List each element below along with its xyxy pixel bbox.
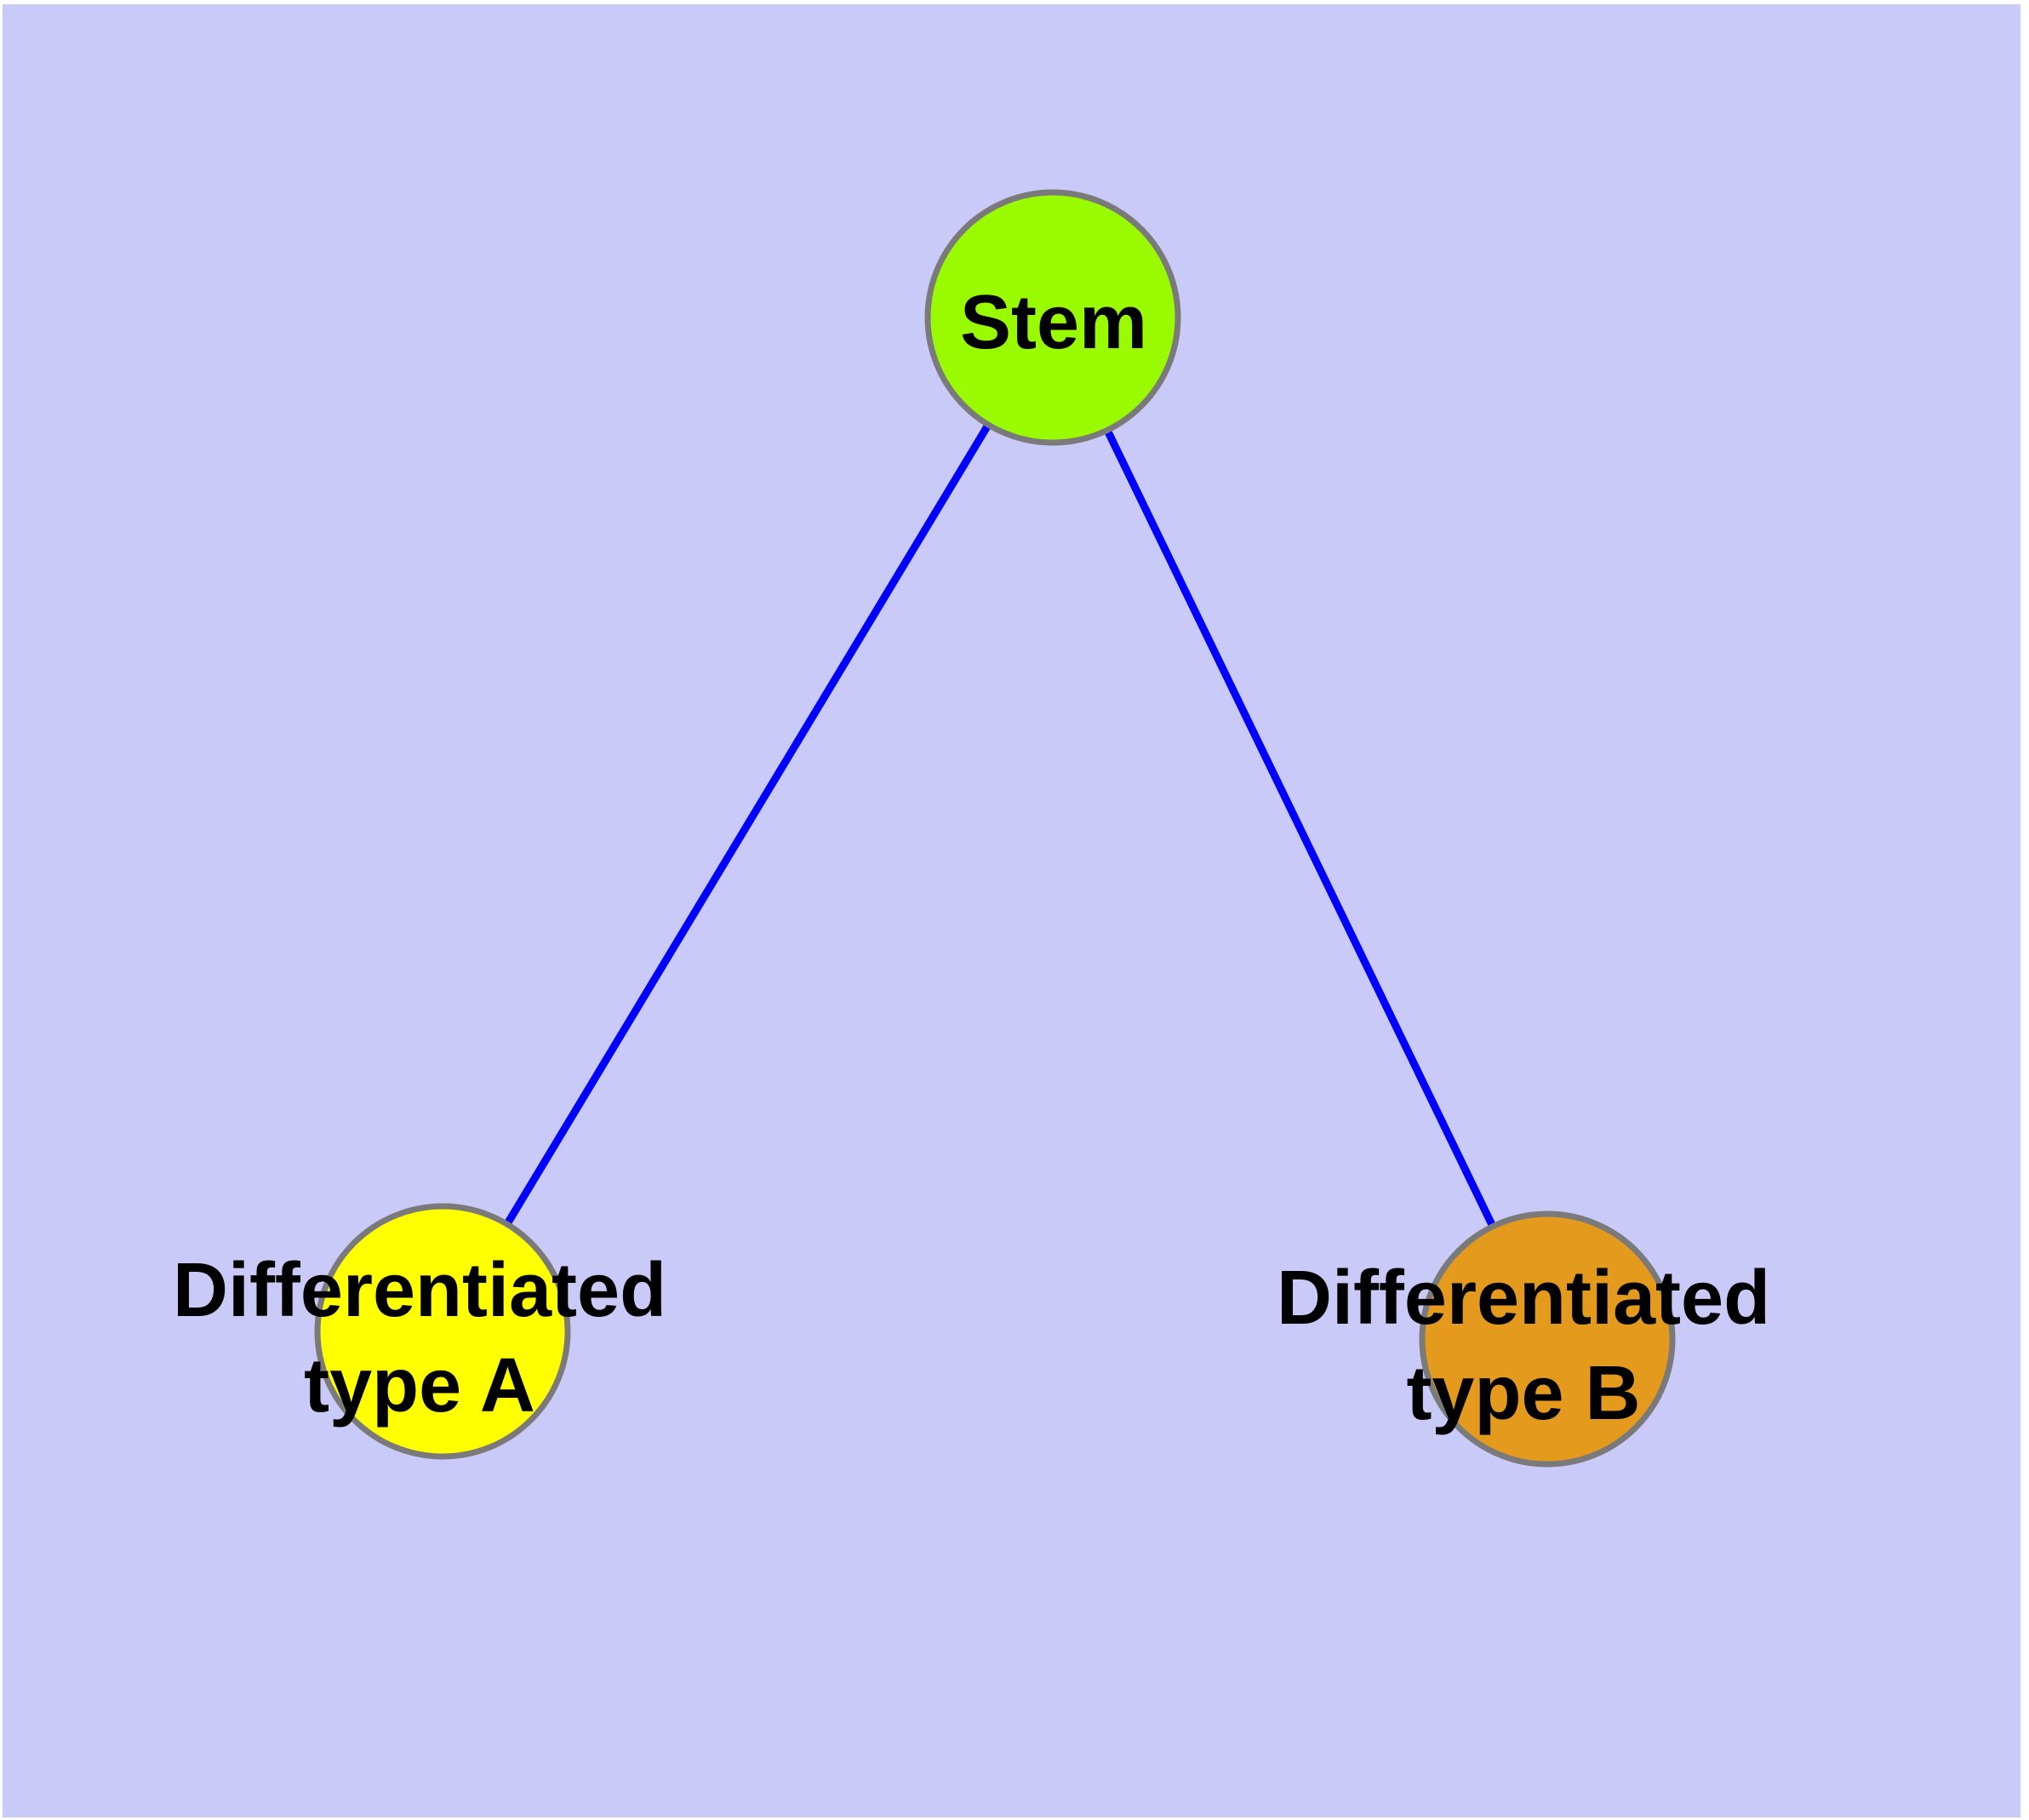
node-label-text: Differentiated — [172, 1248, 667, 1333]
node-label-differentiated-type-b: Differentiated type B — [1277, 1251, 1770, 1441]
edge-stem-to-differentiated-type-b — [1049, 316, 1552, 1341]
node-circle-stem — [924, 189, 1181, 446]
node-label-text: type A — [304, 1343, 535, 1428]
node-label-stem: Stem — [960, 275, 1147, 370]
node-label-differentiated-type-a: Differentiated type A — [173, 1243, 666, 1434]
edge-stem-to-differentiated-type-a — [439, 315, 1056, 1334]
node-label-text: Differentiated — [1276, 1256, 1771, 1341]
node-circle-differentiated-type-a — [314, 1203, 571, 1460]
node-circle-differentiated-type-b — [1419, 1210, 1676, 1468]
node-label-text: Stem — [959, 280, 1148, 365]
node-label-text: type B — [1406, 1351, 1641, 1436]
